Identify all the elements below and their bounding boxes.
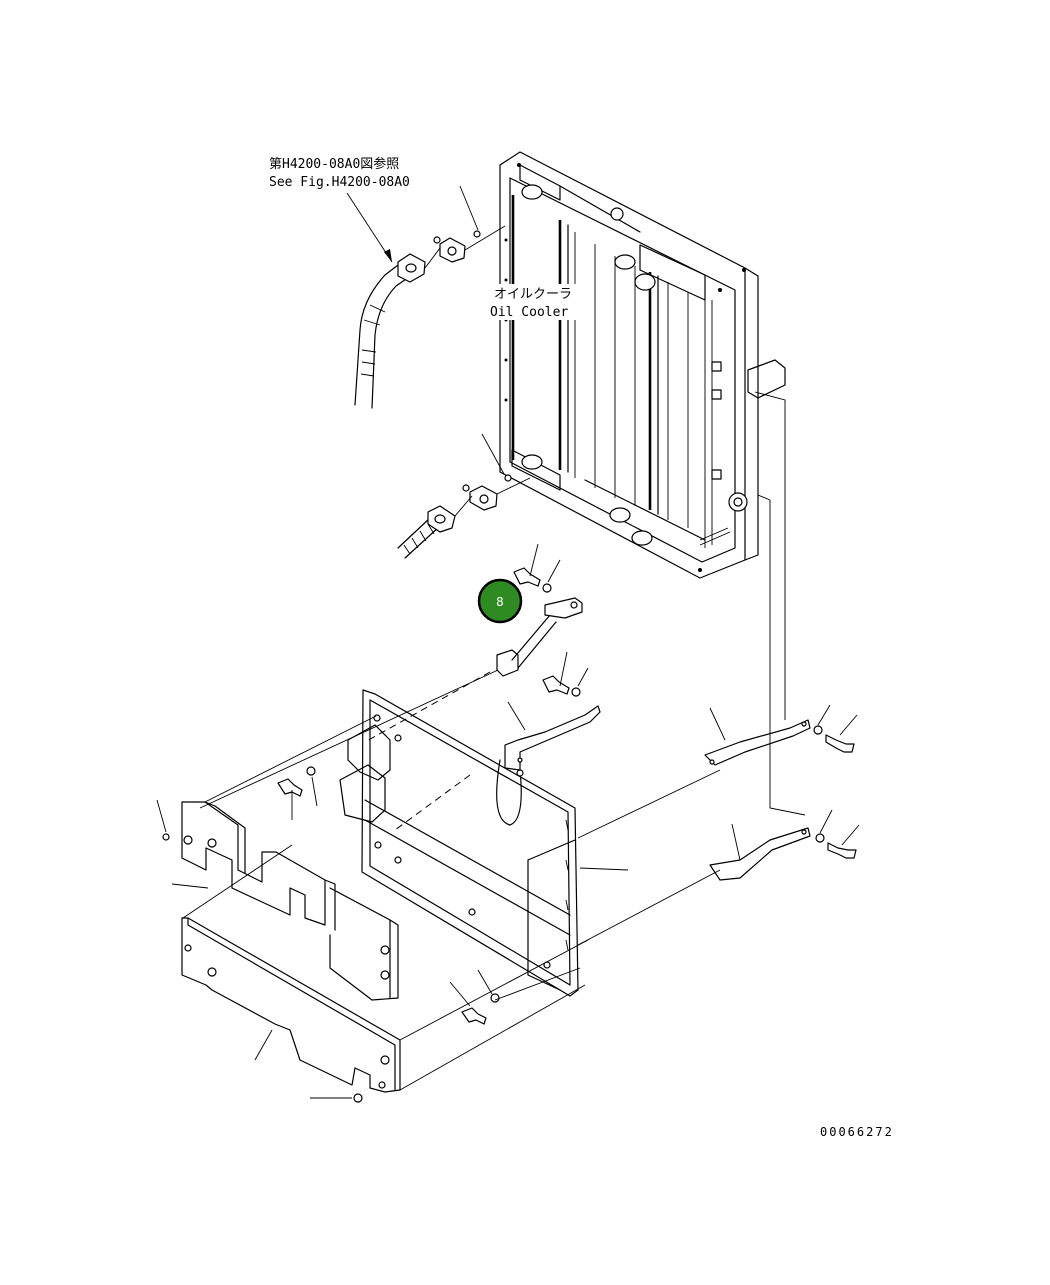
part-hotspot-8[interactable]: 8 <box>477 578 523 624</box>
right-stays <box>704 391 860 881</box>
reference-callout: 第H4200-08A0図参照 See Fig.H4200-08A0 <box>269 156 410 263</box>
reference-label-en: See Fig.H4200-08A0 <box>269 175 410 190</box>
mounting-plate <box>339 671 579 997</box>
drawing-number: 00066272 <box>820 1125 894 1139</box>
stay-bracket <box>496 543 589 697</box>
oil-cooler-callout: オイルクーラ Oil Cooler <box>488 284 578 320</box>
bottom-panel <box>181 715 589 1103</box>
oil-cooler-assembly <box>499 151 786 579</box>
lower-hose <box>397 433 531 559</box>
upper-hose <box>354 185 506 409</box>
hotspot-badge[interactable] <box>477 578 523 624</box>
hotspot-label[interactable]: 8 <box>496 595 504 609</box>
left-panel <box>156 799 399 1001</box>
oil-cooler-label-en: Oil Cooler <box>490 305 568 320</box>
oil-cooler-label-jp: オイルクーラ <box>494 287 572 302</box>
lower-bracket <box>199 669 721 1025</box>
reference-label-jp: 第H4200-08A0図参照 <box>269 156 399 172</box>
